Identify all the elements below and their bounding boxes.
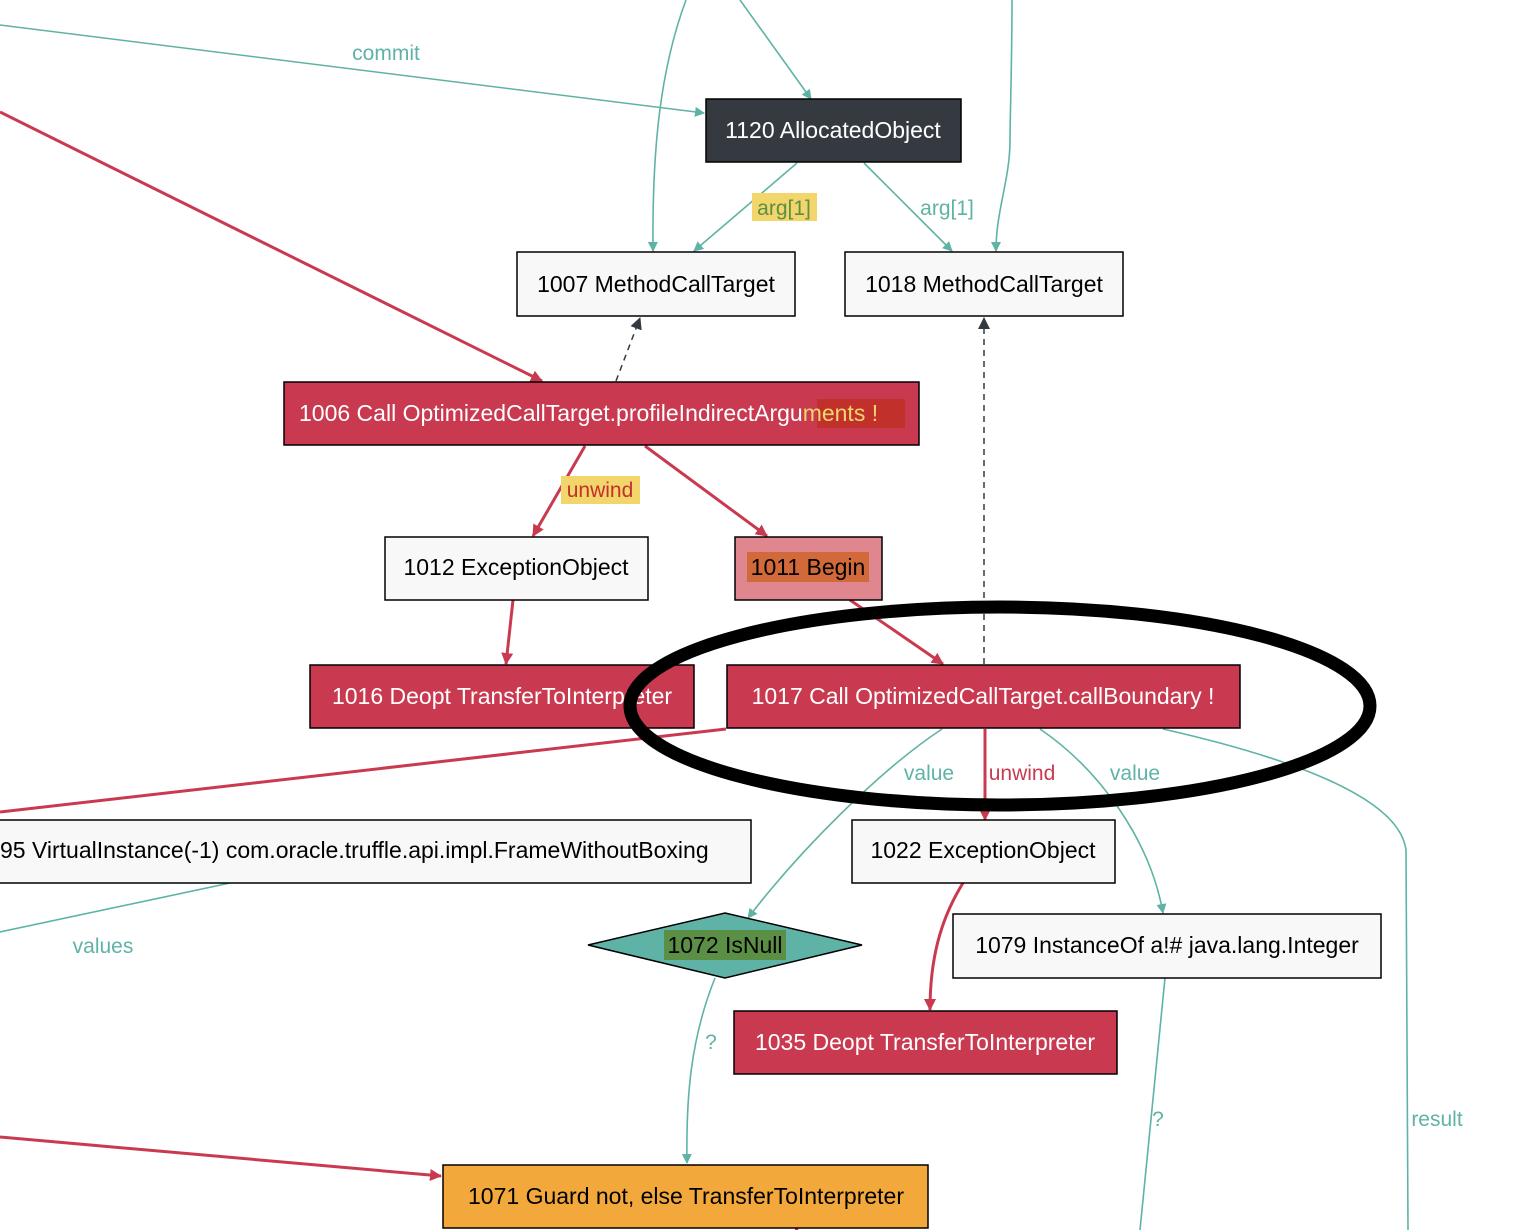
node-1006-label-main: 1006 Call OptimizedCallTarget.profileInd… [299,400,803,426]
node-1035-label: 1035 Deopt TransferToInterpreter [755,1029,1095,1055]
node-995[interactable]: 95 VirtualInstance(-1) com.oracle.truffl… [0,819,752,884]
node-1017-label: 1017 Call OptimizedCallTarget.callBounda… [752,683,1215,709]
annotation-ellipse [623,600,1377,812]
node-1018[interactable]: 1018 MethodCallTarget [844,251,1124,317]
edge-into-1120 [739,0,812,100]
node-995-label: 95 VirtualInstance(-1) com.oracle.truffl… [0,837,709,863]
node-1071[interactable]: 1071 Guard not, else TransferToInterpret… [442,1164,929,1229]
nodes: 1120 AllocatedObject 1007 MethodCallTarg… [0,98,1382,1229]
edge-arg1-left [693,162,798,252]
node-1071-label: 1071 Guard not, else TransferToInterpret… [468,1183,904,1209]
edge-q-1072 [681,977,716,1164]
edge-dashed-1006-1007 [615,317,642,382]
edge-unwind-1006 [531,445,587,537]
node-1006[interactable]: 1006 Call OptimizedCallTarget.profileInd… [283,381,920,446]
label-commit: commit [352,42,420,65]
node-1006-label-highlight: ments ! [803,400,878,426]
node-1007-label: 1007 MethodCallTarget [537,271,775,297]
node-1011[interactable]: 1011 Begin [734,536,883,601]
label-q-1072: ? [705,1031,717,1054]
node-1012[interactable]: 1012 ExceptionObject [384,536,649,601]
label-arg1-left-highlight [752,193,817,221]
label-arg1-left: arg[1] [757,197,811,220]
edge-value-right [1039,728,1167,914]
node-1022-label: 1022 ExceptionObject [870,837,1096,863]
label-q-1079: ? [1152,1108,1164,1131]
edge-value-left [747,728,943,919]
node-1012-label: 1012 ExceptionObject [403,554,629,580]
label-result: result [1411,1108,1463,1131]
node-1006-highlight [817,399,905,428]
edge-commit [0,24,705,117]
node-1120[interactable]: 1120 AllocatedObject [705,98,962,163]
edge-values [0,882,231,933]
edge-1022-1035 [924,882,965,1011]
label-value-left: value [904,762,954,785]
node-1120-label: 1120 AllocatedObject [725,117,941,143]
node-1072-label: 1072 IsNull [667,932,782,958]
edge-1012-1016 [501,599,515,665]
edge-labels: commit arg[1] arg[1] unwind value unwind… [73,42,1463,1131]
label-values: values [73,935,134,958]
node-1017[interactable]: 1017 Call OptimizedCallTarget.callBounda… [726,664,1241,729]
edge-q-1079 [1139,977,1166,1230]
label-value-right: value [1110,762,1160,785]
node-1079-label: 1079 InstanceOf a!# java.lang.Integer [975,932,1359,958]
edge-1017-left [0,727,727,814]
node-1007[interactable]: 1007 MethodCallTarget [516,251,796,317]
node-1022[interactable]: 1022 ExceptionObject [851,819,1116,884]
node-1016-label: 1016 Deopt TransferToInterpreter [332,683,672,709]
node-1035[interactable]: 1035 Deopt TransferToInterpreter [733,1010,1118,1075]
node-1079[interactable]: 1079 InstanceOf a!# java.lang.Integer [952,913,1382,979]
edge-1006-1011 [644,444,768,538]
label-arg1-right: arg[1] [920,197,974,220]
node-1018-label: 1018 MethodCallTarget [865,271,1103,297]
edge-control-into-1071 [0,1135,442,1182]
node-1006-label: 1006 Call OptimizedCallTarget.profileInd… [299,400,878,426]
edge-into-1007-top [647,0,687,252]
edge-arg1-right [863,162,953,252]
label-unwind-1006: unwind [567,479,634,502]
node-1011-highlight [747,552,869,582]
edges [0,0,1409,1230]
label-unwind-1006-highlight [561,476,640,504]
node-1072-highlight [664,930,786,960]
node-1011-label: 1011 Begin [751,554,866,580]
label-unwind-1017: unwind [989,762,1056,785]
edge-into-1018-top [991,0,1013,252]
edge-control-into-1006 [0,110,543,383]
edge-result [1162,728,1409,1230]
node-1072[interactable]: 1072 IsNull [587,912,863,979]
